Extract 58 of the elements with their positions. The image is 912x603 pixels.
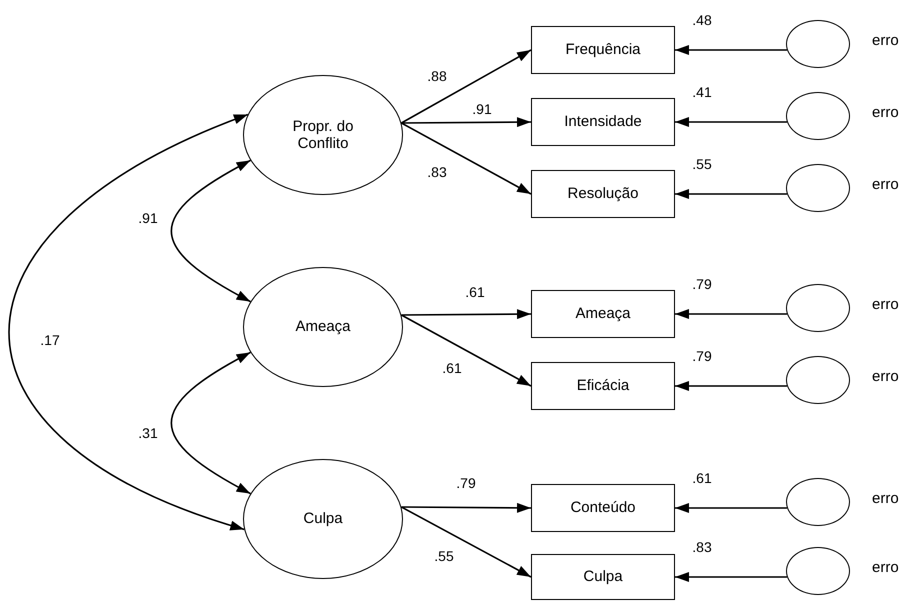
edge-label: .48	[691, 12, 713, 28]
arrow	[401, 309, 531, 320]
edge-label: .91	[137, 210, 159, 226]
edge-label: .31	[137, 425, 159, 441]
arrow	[401, 502, 531, 513]
error-label: erro	[872, 296, 899, 313]
edge-label: .55	[433, 548, 455, 564]
arrow	[401, 122, 532, 195]
error-label: erro	[872, 490, 899, 507]
indicator-label: Intensidade	[564, 113, 642, 131]
error-label: erro	[872, 104, 899, 121]
latent-label: Culpa	[303, 510, 343, 528]
indicator-label: Conteúdo	[570, 499, 636, 517]
indicator-box	[531, 170, 675, 218]
arrow	[401, 506, 532, 578]
error-label: erro	[872, 176, 899, 193]
error-label: erro	[872, 32, 899, 49]
arrow	[401, 314, 532, 387]
edge-label: .79	[691, 276, 713, 292]
edge-label: .79	[691, 348, 713, 364]
edge-label: .88	[426, 68, 448, 84]
latent-label: Propr. do Conflito	[292, 118, 354, 152]
indicator-box	[531, 98, 675, 146]
indicator-box	[531, 554, 675, 600]
arrow	[675, 572, 788, 582]
arrow	[675, 503, 788, 513]
edge-label: .91	[471, 101, 493, 117]
arrow	[401, 117, 531, 128]
indicator-box	[531, 26, 675, 74]
arrow	[675, 381, 788, 391]
edge-label: .61	[441, 360, 463, 376]
edge-label: .17	[39, 332, 61, 348]
arrow	[675, 117, 788, 127]
edge-label: .83	[691, 539, 713, 555]
double-headed-arrow	[170, 352, 251, 494]
edge-label: .83	[426, 164, 448, 180]
indicator-label: Eficácia	[576, 377, 630, 395]
indicator-label: Resolução	[568, 185, 638, 203]
indicator-box	[531, 362, 675, 410]
arrow	[675, 45, 788, 55]
edge-label: .61	[464, 284, 486, 300]
error-label: erro	[872, 368, 899, 385]
indicator-box	[531, 484, 675, 532]
error-label: erro	[872, 559, 899, 576]
edge-label: .61	[691, 470, 713, 486]
indicator-label: Frequência	[565, 41, 641, 59]
latent-label: Ameaça	[295, 318, 351, 336]
indicator-label: Ameaça	[575, 305, 631, 323]
edge-label: .55	[691, 156, 713, 172]
indicator-label: Culpa	[583, 568, 623, 586]
double-headed-arrow	[8, 114, 248, 530]
arrow	[401, 49, 532, 124]
edge-label: .79	[455, 475, 477, 491]
arrow	[675, 309, 788, 319]
double-headed-arrow	[170, 160, 251, 302]
edge-label: .41	[691, 84, 713, 100]
indicator-box	[531, 290, 675, 338]
arrow	[675, 189, 788, 199]
